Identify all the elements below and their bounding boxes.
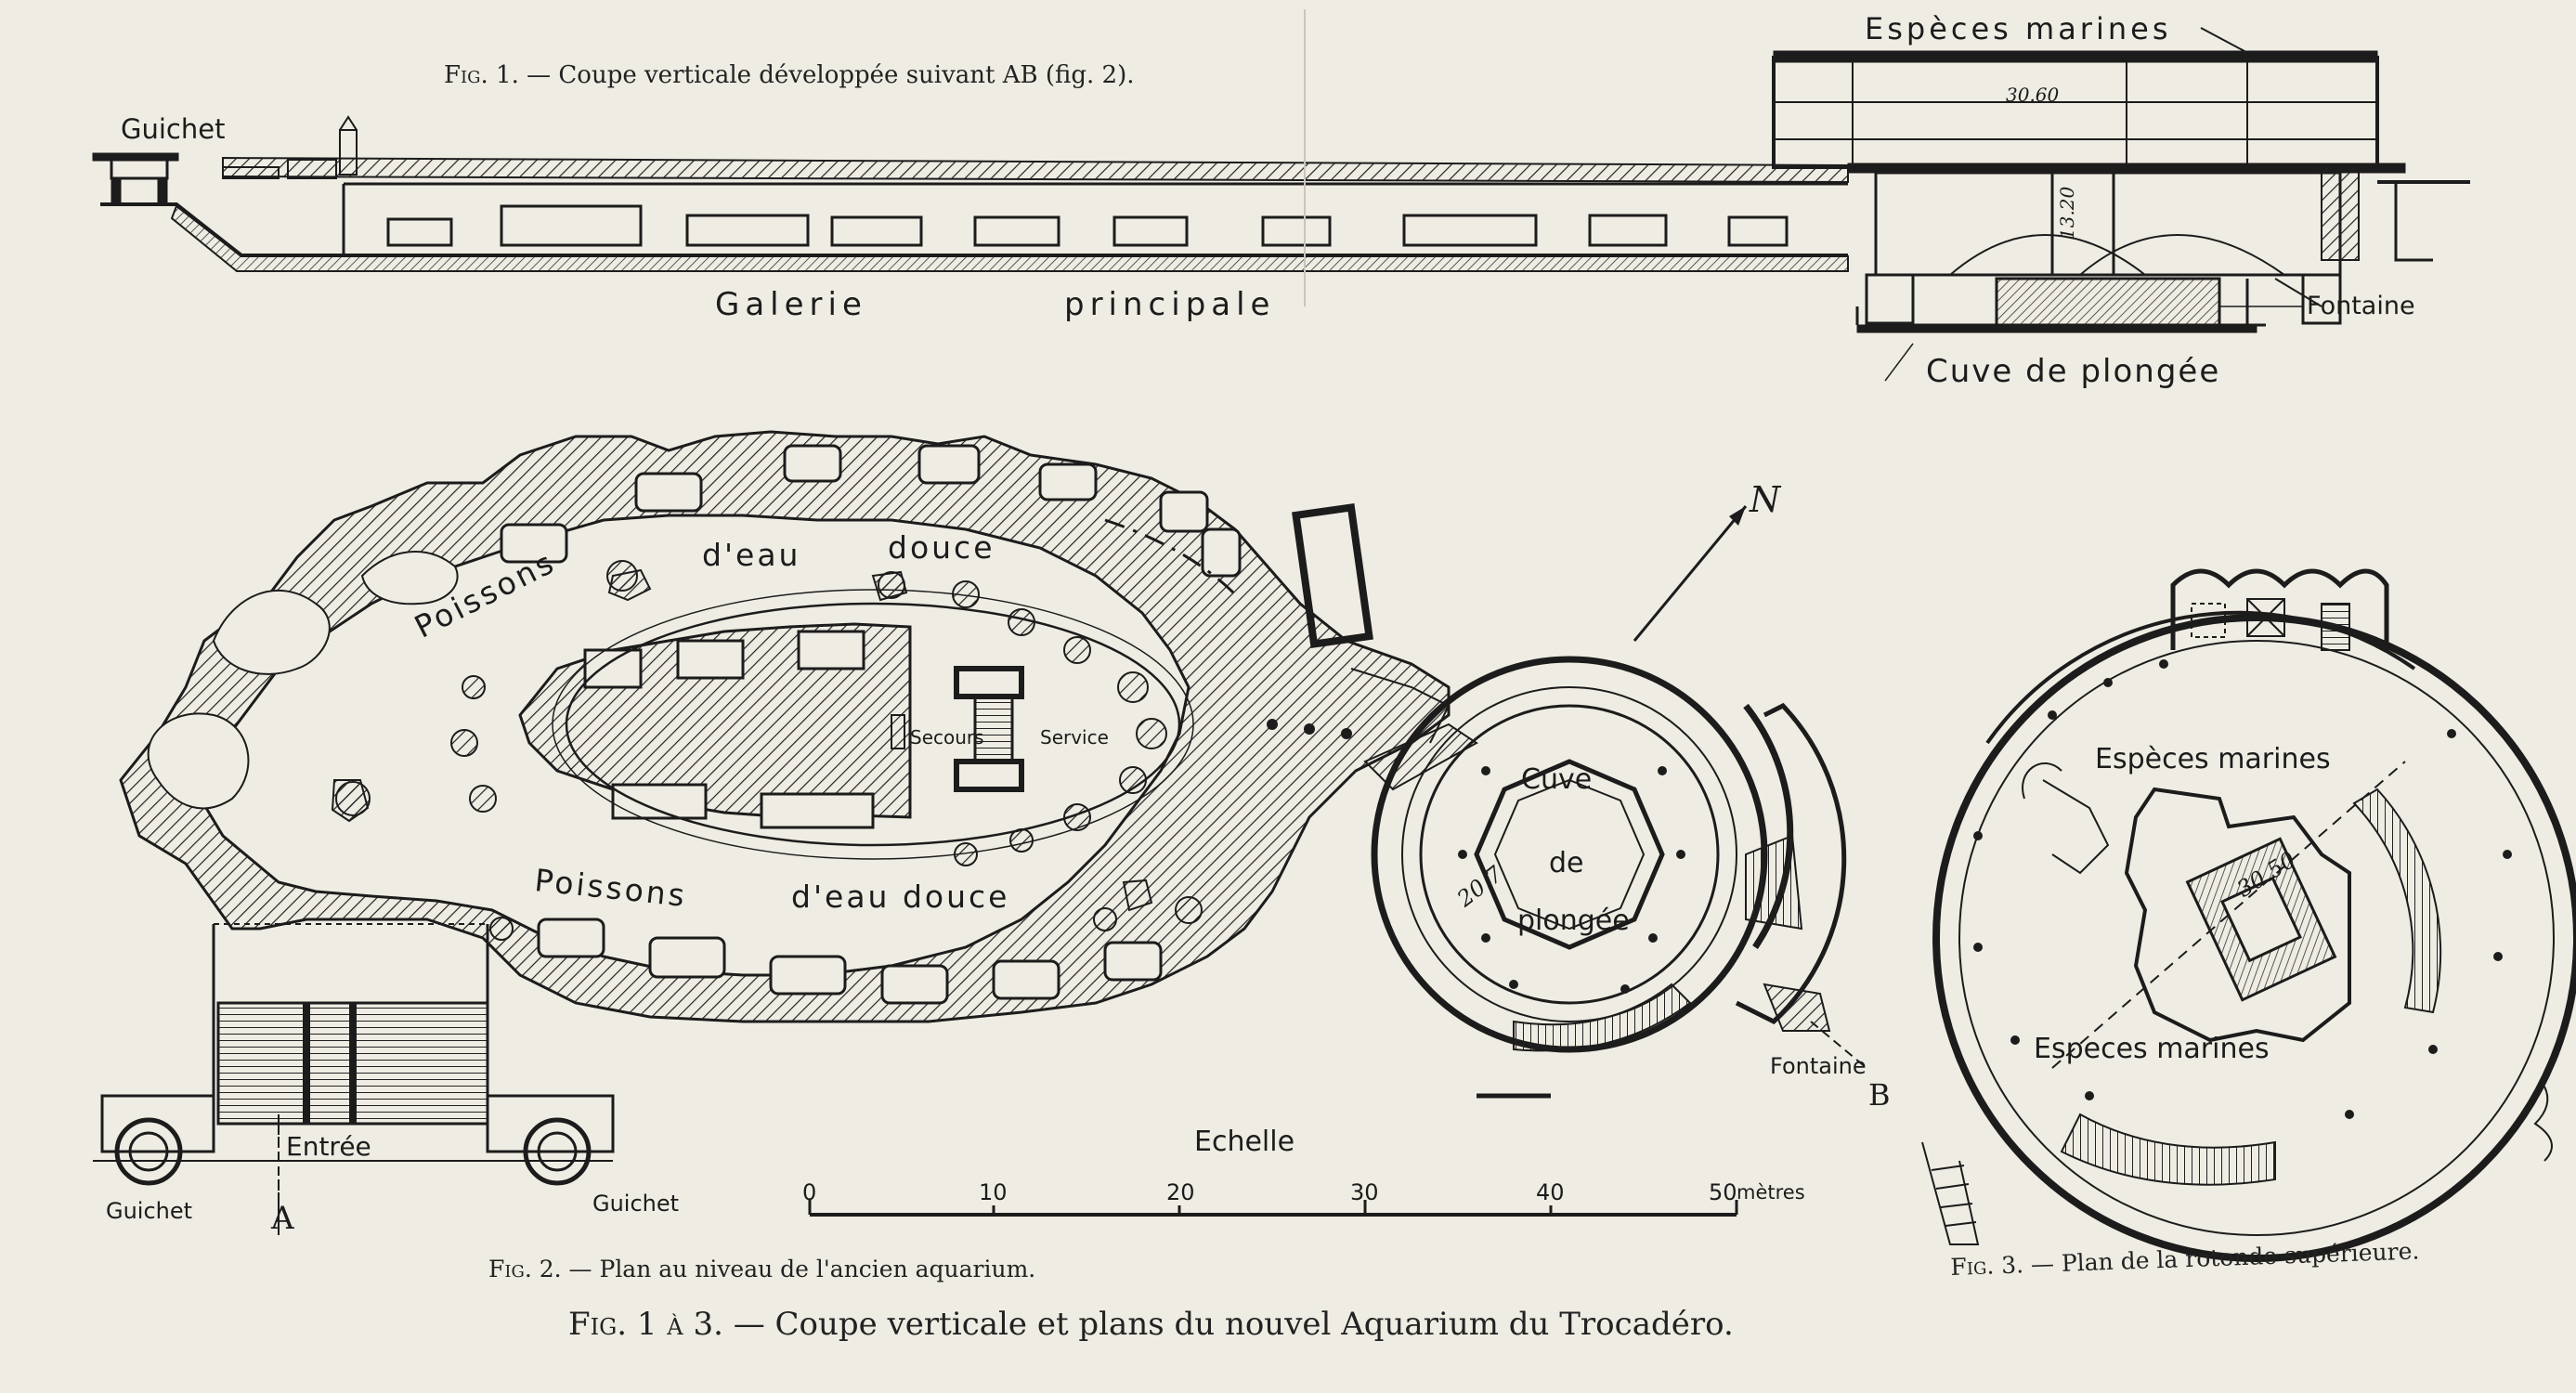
fig1-caption-prefix: Fig. 1. <box>444 61 519 89</box>
fig2-caption-text: — Plan au niveau de l'ancien aquarium. <box>568 1256 1036 1282</box>
label-guichet-left: Guichet <box>106 1198 193 1224</box>
label-depth-dim: 13.20 <box>2056 186 2078 240</box>
scale-tick-label: 10 <box>979 1179 1008 1205</box>
fig1-caption-text: — Coupe verticale développée suivant AB … <box>527 61 1135 89</box>
fig1-section <box>92 27 2470 382</box>
label-entree: Entrée <box>286 1131 371 1162</box>
label-deau-top-2: douce <box>888 529 995 566</box>
label-deau-top-1: d'eau <box>702 537 801 573</box>
label-especes-marines-fig1: Espèces marines <box>1865 11 2172 46</box>
scale-tick-label: 0 <box>802 1179 817 1205</box>
label-north: N <box>1750 479 1781 520</box>
main-caption-text: — Coupe verticale et plans du nouvel Aqu… <box>733 1306 1734 1343</box>
label-especes-marines-fig3-bottom: Especes marines <box>2034 1033 2270 1065</box>
fig3-plan <box>1921 568 2576 1262</box>
label-especes-marines-fig3-top: Espèces marines <box>2095 743 2331 775</box>
scale-tick-label: 50 <box>1709 1179 1737 1205</box>
fig2-caption-prefix: Fig. 2. <box>488 1256 562 1282</box>
label-point-a: A <box>271 1200 294 1237</box>
label-deau-douce-bottom: d'eau douce <box>791 879 1010 915</box>
label-cuve: Cuve <box>1521 763 1593 796</box>
main-caption-prefix: Fig. 1 à 3. <box>568 1306 723 1343</box>
fig2-caption: Fig. 2. — Plan au niveau de l'ancien aqu… <box>488 1256 1035 1282</box>
scale-unit: mètres <box>1737 1181 1805 1204</box>
scale-tick-label: 20 <box>1166 1179 1195 1205</box>
label-de: de <box>1549 847 1584 879</box>
label-point-b: B <box>1868 1077 1891 1113</box>
label-fontaine-fig1: Fontaine <box>2307 292 2415 320</box>
fig3-caption-prefix: Fig. 3. <box>1950 1251 2024 1281</box>
main-caption: Fig. 1 à 3. — Coupe verticale et plans d… <box>568 1306 1734 1343</box>
label-service: Service <box>1040 726 1109 749</box>
label-principale: principale <box>1064 286 1276 323</box>
label-guichet-fig1: Guichet <box>121 113 226 145</box>
fig1-caption: Fig. 1. — Coupe verticale développée sui… <box>444 61 1135 89</box>
scale-tick-label: 40 <box>1536 1179 1565 1205</box>
label-guichet-right: Guichet <box>592 1191 680 1217</box>
label-plongee: plongée <box>1517 905 1630 937</box>
label-galerie: Galerie <box>715 286 867 323</box>
fig2-plan <box>93 430 1867 1235</box>
scale-title: Echelle <box>1194 1126 1295 1158</box>
label-fontaine-fig2: Fontaine <box>1770 1053 1867 1079</box>
label-cuve-plongee-fig1: Cuve de plongée <box>1926 353 2221 390</box>
label-secours: Secours <box>910 726 984 749</box>
scale-tick-label: 30 <box>1350 1179 1379 1205</box>
label-height-dim: 30.60 <box>2006 84 2060 106</box>
